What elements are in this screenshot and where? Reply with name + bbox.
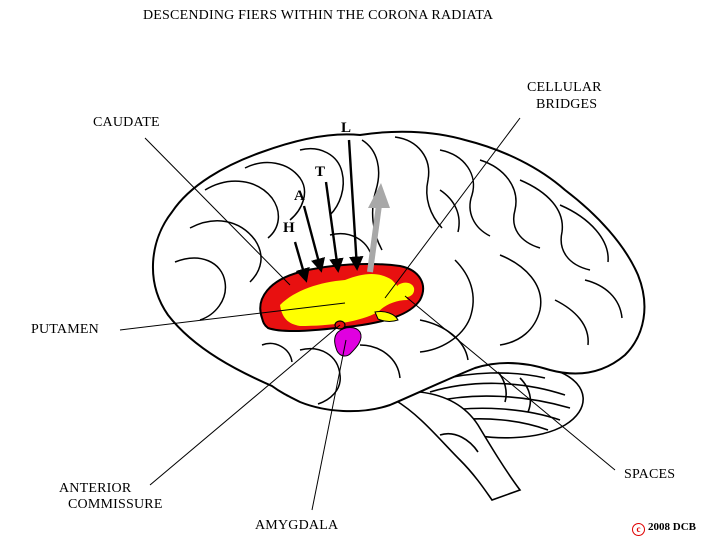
credit-text: 2008 DCB [648, 521, 696, 533]
striatum-islet [397, 282, 415, 298]
brainstem [393, 391, 522, 501]
diagram-title: DESCENDING FIERS WITHIN THE CORONA RADIA… [143, 8, 494, 23]
caudate-leader [144, 137, 291, 286]
amygdala-leader [311, 339, 347, 511]
fiber-h-arrow [293, 241, 310, 283]
fiber-letter-t: T [315, 164, 326, 180]
label-cellular-bridges-1: CELLULAR [527, 80, 602, 95]
leader-lines [119, 117, 616, 511]
fiber-letter-a: A [294, 188, 305, 204]
label-caudate: CAUDATE [93, 115, 160, 130]
ascending-arrow [367, 183, 390, 273]
fiber-letter-l: L [341, 120, 352, 136]
gyri [174, 136, 623, 405]
fiber-letter-h: H [283, 220, 295, 236]
fiber-t-arrow [324, 181, 344, 273]
spaces-leader [404, 295, 616, 471]
anterior-commissure-leader [149, 324, 341, 486]
descending-fibers [293, 139, 364, 283]
label-cellular-bridges-2: BRIDGES [536, 97, 598, 112]
amygdala-shape [334, 327, 362, 357]
fiber-a-arrow [302, 205, 326, 273]
label-putamen: PUTAMEN [31, 322, 99, 337]
label-anterior-commissure-1: ANTERIOR [59, 481, 132, 496]
cellular-bridge [374, 311, 399, 322]
label-spaces: SPACES [624, 467, 676, 482]
cellular-bridges-leader [384, 117, 521, 299]
copyright-icon: c [632, 523, 645, 536]
fiber-l-arrow [347, 139, 364, 271]
putamen-leader [119, 302, 346, 331]
label-amygdala: AMYGDALA [255, 518, 339, 533]
label-anterior-commissure-2: COMMISSURE [68, 497, 163, 512]
